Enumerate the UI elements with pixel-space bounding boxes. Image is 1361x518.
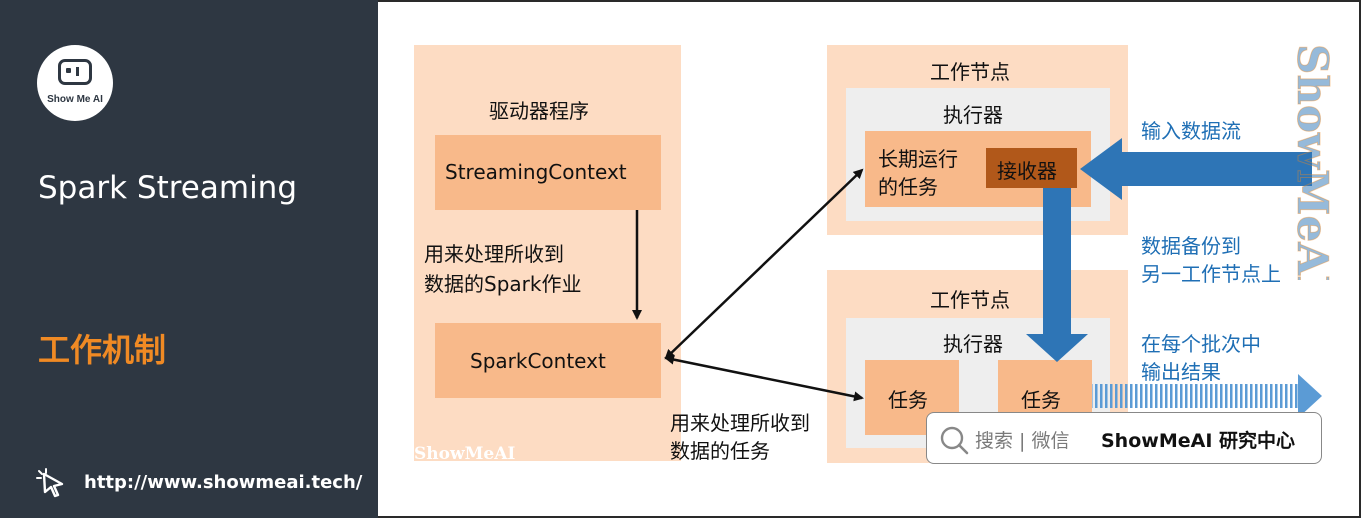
search-brand: ShowMeAI 研究中心 (1101, 430, 1295, 452)
spark-context-label: SparkContext (470, 349, 606, 373)
task-b-label: 任务 (1021, 388, 1061, 412)
search-icon (940, 426, 969, 455)
output-line1: 在每个批次中 (1141, 332, 1261, 356)
logo-text: Show Me AI (47, 94, 103, 105)
spark-to-worker2-arrow (664, 354, 864, 402)
diagram-area (378, 0, 1361, 518)
spark-context-box (435, 323, 661, 398)
worker-node-1-title: 工作节点 (930, 60, 1010, 84)
search-bar[interactable]: 搜索 | 微信 ShowMeAI 研究中心 (926, 412, 1322, 464)
output-line2: 输出结果 (1141, 360, 1221, 384)
driver-note-line1: 用来处理所收到 (424, 242, 564, 266)
search-placeholder: 搜索 | 微信 (975, 430, 1070, 452)
input-stream-label: 输入数据流 (1141, 119, 1241, 143)
driver-note-line2: 数据的Spark作业 (424, 272, 582, 296)
receiver-label: 接收器 (997, 159, 1057, 183)
streaming-context-box (435, 135, 661, 210)
showmeai-logo[interactable]: Show Me AI (37, 45, 113, 121)
website-link[interactable]: http://www.showmeai.tech/ (84, 472, 363, 493)
receiver-box (986, 148, 1077, 188)
showmeai-vertical-watermark: ShowMeAI (1288, 44, 1338, 281)
executor-1-title: 执行器 (943, 103, 1003, 127)
task-a-label: 任务 (888, 388, 928, 412)
long-running-task-line2: 的任务 (878, 175, 938, 199)
spark-to-worker1-arrow (664, 168, 864, 360)
worker-node-2-title: 工作节点 (930, 288, 1010, 312)
backup-line2: 另一工作节点上 (1141, 262, 1281, 286)
sidebar: Show Me AI Spark Streaming 工作机制 http://w… (0, 0, 378, 518)
streaming-context-label: StreamingContext (445, 160, 627, 184)
executor-2-title: 执行器 (943, 332, 1003, 356)
output-stripe (1092, 384, 1298, 408)
backup-line1: 数据备份到 (1141, 234, 1241, 258)
output-arrow-head (1298, 374, 1322, 418)
long-running-task-line1: 长期运行 (878, 147, 958, 171)
robot-icon (58, 59, 92, 85)
showmeai-bottom-watermark: ShowMeAI (414, 444, 516, 464)
task-note-line2: 数据的任务 (670, 439, 770, 463)
driver-program-title: 驱动器程序 (489, 99, 589, 123)
backup-arrow (1026, 188, 1088, 362)
svg-text:ShowMeAI: ShowMeAI (1288, 44, 1337, 280)
task-note-line1: 用来处理所收到 (670, 411, 810, 435)
cursor-click-icon (36, 468, 64, 498)
section-title: 工作机制 (38, 331, 167, 369)
input-stream-arrow (1080, 138, 1312, 200)
topic-title: Spark Streaming (38, 170, 298, 206)
